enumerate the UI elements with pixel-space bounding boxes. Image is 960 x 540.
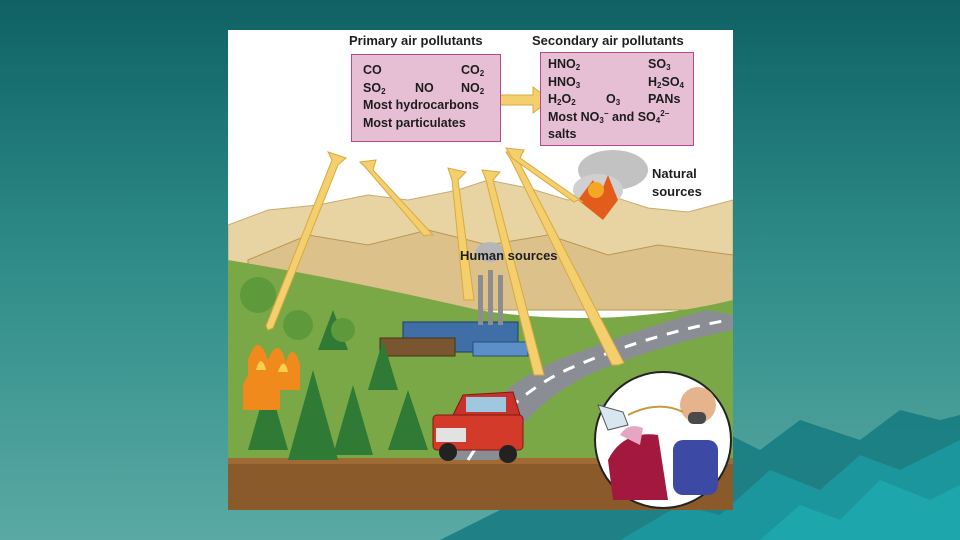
pollutant-hydrocarbons: Most hydrocarbons (363, 98, 479, 112)
secondary-pollutants-heading: Secondary air pollutants (532, 33, 684, 48)
pollution-sources-figure: Primary air pollutants Secondary air pol… (228, 30, 733, 510)
pollutant-o3: O3 (606, 92, 621, 107)
pollutant-so2: SO2 (363, 81, 386, 96)
pollutant-co2: CO2 (461, 63, 485, 78)
pollutant-co: CO (363, 63, 382, 77)
pollutant-so3: SO3 (648, 57, 671, 72)
pollutant-no: NO (415, 81, 434, 95)
natural-sources-label: Natural sources (652, 166, 702, 199)
pollutant-particulates: Most particulates (363, 116, 466, 130)
primary-pollutants-box (351, 54, 501, 142)
pollutant-hno3: HNO3 (548, 75, 581, 90)
pollutant-no2: NO2 (461, 81, 485, 96)
pollutant-nitrate-sulfate: Most NO3− and SO42− (548, 109, 670, 125)
pollutant-hno2: HNO2 (548, 57, 581, 72)
secondary-pollutants-box (540, 52, 694, 146)
pollutant-salts: salts (548, 127, 577, 141)
pollutant-h2so4: H2SO4 (648, 75, 684, 90)
pollutant-pans: PANs (648, 92, 681, 106)
primary-pollutants-heading: Primary air pollutants (349, 33, 483, 48)
pollutant-h2o2: H2O2 (548, 92, 576, 107)
human-sources-label: Human sources (460, 248, 558, 263)
